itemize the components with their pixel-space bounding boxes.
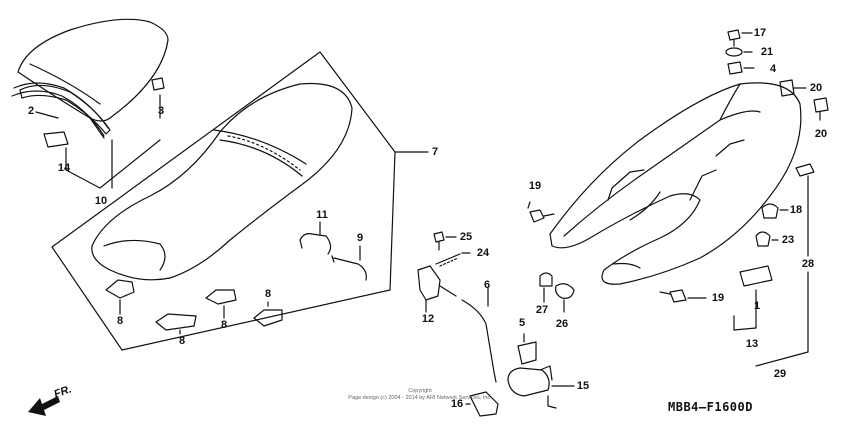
callout-12[interactable]: 12 (421, 313, 435, 325)
rear-cowl (549, 82, 802, 285)
main-seat (91, 82, 353, 281)
bolt-25 (433, 231, 445, 251)
callout-24[interactable]: 24 (476, 247, 490, 259)
cap-28 (795, 163, 815, 177)
callout-28[interactable]: 28 (801, 258, 815, 270)
callout-10[interactable]: 10 (94, 195, 108, 207)
front-direction-indicator: FR. (30, 383, 88, 414)
cowl-clip-3 (151, 77, 165, 91)
callout-11[interactable]: 11 (316, 209, 328, 221)
callout-27[interactable]: 27 (535, 304, 549, 316)
screw-19b (659, 289, 687, 303)
callout-16[interactable]: 16 (450, 398, 464, 410)
cowl-rubber-14 (43, 131, 69, 148)
callout-lines-rear (527, 32, 821, 367)
lock-bracket-5 (517, 333, 537, 365)
callout-7[interactable]: 7 (431, 146, 439, 158)
callout-8-c[interactable]: 8 (220, 319, 228, 331)
callout-4[interactable]: 4 (769, 63, 777, 75)
callout-3[interactable]: 3 (157, 105, 165, 117)
grommet-27 (539, 272, 553, 287)
grommet-23 (755, 231, 771, 247)
callout-20-lower[interactable]: 20 (814, 128, 828, 140)
seat-mount-8a (105, 279, 135, 299)
callout-1[interactable]: 1 (753, 300, 761, 312)
callout-lines-cowl (35, 94, 161, 189)
callout-26[interactable]: 26 (555, 318, 569, 330)
callout-29[interactable]: 29 (773, 368, 787, 380)
callout-lines-lock (425, 236, 471, 405)
callout-8-a[interactable]: 8 (116, 315, 124, 327)
lock-holder-16 (469, 391, 499, 417)
callout-14[interactable]: 14 (57, 162, 71, 174)
seat-cowl-trim (11, 82, 109, 137)
seat-mount-8d (253, 309, 283, 327)
screw-19a (529, 209, 555, 223)
callout-19-upper[interactable]: 19 (528, 180, 542, 192)
copyright-line-2: Page design (c) 2004 - 2014 by ARI Netwo… (348, 395, 492, 401)
callout-17[interactable]: 17 (753, 27, 767, 39)
clip-20b (813, 97, 829, 113)
callout-2[interactable]: 2 (27, 105, 35, 117)
cushion-18 (761, 203, 779, 219)
callout-8-b[interactable]: 8 (178, 335, 186, 347)
callout-15[interactable]: 15 (576, 380, 590, 392)
copyright-line-1: Copyright (408, 388, 432, 394)
callout-lines-8 (119, 299, 269, 335)
diagram-code: MBB4—F1600D (668, 400, 753, 414)
rubber-26 (555, 283, 575, 299)
seat-lock-cylinder-15 (507, 365, 575, 409)
nut-4 (727, 61, 743, 75)
callout-6[interactable]: 6 (483, 279, 491, 291)
front-direction-label: FR. (52, 383, 74, 401)
seat-hook-11 (299, 233, 332, 255)
callout-25[interactable]: 25 (459, 231, 473, 243)
copyright-notice: Copyright Page design (c) 2004 - 2014 by… (348, 388, 491, 402)
callout-20-upper[interactable]: 20 (809, 82, 823, 94)
callout-21[interactable]: 21 (760, 46, 774, 58)
callout-lines-hooks (319, 221, 361, 261)
callout-13[interactable]: 13 (745, 338, 759, 350)
front-direction-arrow (28, 396, 60, 416)
spring-24 (435, 253, 461, 267)
callout-8-d[interactable]: 8 (264, 288, 272, 300)
callout-5[interactable]: 5 (518, 317, 526, 329)
callout-23[interactable]: 23 (781, 234, 795, 246)
seat-lock-12 (417, 265, 457, 301)
callout-19-lower[interactable]: 19 (711, 292, 725, 304)
seat-lock-cable-6 (461, 287, 497, 383)
seat-mount-8b (155, 313, 197, 331)
callout-9[interactable]: 9 (356, 232, 364, 244)
emblem-1 (739, 265, 773, 287)
seat-hook-9 (331, 255, 367, 281)
callout-18[interactable]: 18 (789, 204, 803, 216)
screw-17 (727, 29, 741, 47)
seat-mount-8c (205, 289, 237, 305)
clip-20a (779, 79, 795, 97)
seat-assembly-box (51, 51, 429, 351)
washer-21 (725, 47, 743, 57)
